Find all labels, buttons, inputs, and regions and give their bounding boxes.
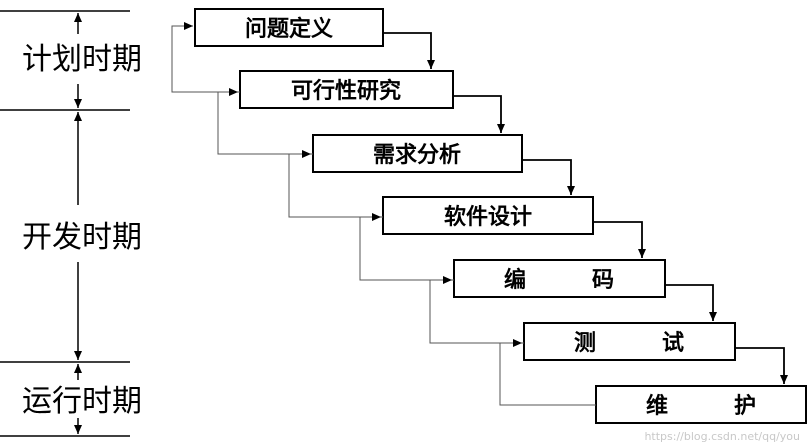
- forward-arrow-5: [665, 284, 717, 321]
- stage-box-coding: [453, 259, 666, 298]
- period-label-plan: 计划时期: [22, 42, 142, 77]
- feedback-arrows: [171, 22, 596, 406]
- feedback-arrow-3: [288, 150, 383, 218]
- forward-arrow-3: [522, 159, 575, 195]
- forward-arrows: [383, 32, 788, 384]
- stage-box-testing: [523, 322, 736, 361]
- feedback-arrow-2: [217, 88, 313, 155]
- stage-label-maintenance: 维 护: [646, 393, 756, 419]
- feedback-arrow-6: [499, 339, 596, 406]
- period-timeline: [0, 10, 130, 437]
- stage-box-feasibility-study: [239, 70, 454, 109]
- stage-label-problem-definition: 问题定义: [245, 16, 333, 42]
- forward-arrow-6: [735, 347, 788, 384]
- forward-arrow-2: [453, 95, 505, 133]
- stage-label-coding: 编 码: [504, 267, 614, 293]
- period-label-run: 运行时期: [22, 384, 142, 419]
- stage-box-problem-definition: [194, 8, 384, 47]
- stage-box-maintenance: [595, 385, 807, 424]
- feedback-arrow-4: [359, 213, 454, 281]
- forward-arrow-1: [383, 32, 435, 69]
- feedback-arrow-1: [171, 22, 240, 93]
- stage-label-feasibility-study: 可行性研究: [291, 78, 401, 104]
- period-label-dev: 开发时期: [22, 220, 142, 255]
- stage-label-software-design: 软件设计: [444, 204, 532, 230]
- feedback-arrow-5: [429, 276, 524, 344]
- watermark: https://blog.csdn.net/qq/you: [644, 430, 800, 443]
- stage-box-software-design: [382, 196, 594, 235]
- forward-arrow-4: [593, 221, 646, 258]
- stage-boxes: [194, 8, 807, 424]
- stage-label-requirements-analysis: 需求分析: [373, 143, 461, 168]
- stage-label-testing: 测 试: [574, 331, 684, 356]
